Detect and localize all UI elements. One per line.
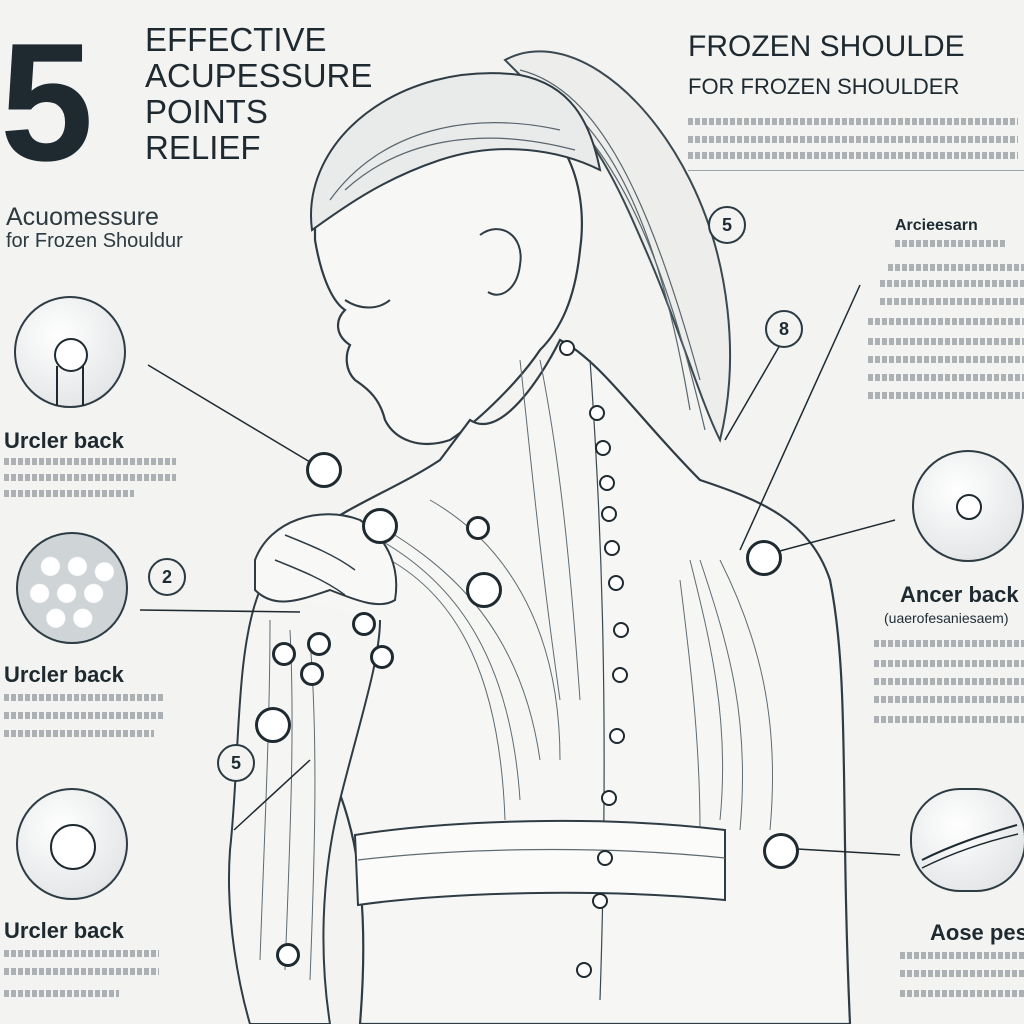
acupoint-dot[interactable] <box>746 540 782 576</box>
placeholder-text <box>688 152 1018 159</box>
placeholder-text <box>4 990 119 997</box>
spine-dot[interactable] <box>604 540 620 556</box>
placeholder-text <box>868 374 1024 381</box>
left-label: Urcler back <box>4 428 124 453</box>
placeholder-text <box>868 318 1024 325</box>
spine-dot[interactable] <box>608 575 624 591</box>
right-subtitle: FOR FROZEN SHOULDER <box>688 74 960 99</box>
divider <box>688 170 1024 171</box>
muscle-circle-icon <box>910 788 1024 892</box>
spine-dot[interactable] <box>559 340 575 356</box>
placeholder-text <box>874 678 1024 685</box>
placeholder-text <box>4 694 164 701</box>
spine-dot[interactable] <box>576 962 592 978</box>
page-title: EFFECTIVE ACUPESSURE POINTS RELIEF <box>145 21 373 166</box>
page-subtitle: Acuomessure for Frozen Shouldur <box>6 203 183 253</box>
point-circle-icon <box>912 450 1024 562</box>
step-badge: 5 <box>708 206 746 244</box>
spine-dot[interactable] <box>589 405 605 421</box>
placeholder-text <box>888 264 1024 271</box>
placeholder-text <box>868 338 1024 345</box>
placeholder-text <box>900 952 1024 959</box>
right-label-sub: (uaerofesaniesaem) <box>884 610 1009 626</box>
placeholder-text <box>880 280 1024 287</box>
acupoint-dot[interactable] <box>306 452 342 488</box>
right-small-heading: Arcieesarn <box>895 217 978 234</box>
placeholder-text <box>874 640 1024 647</box>
acupoint-dot[interactable] <box>276 943 300 967</box>
acupoint-dot[interactable] <box>272 642 296 666</box>
right-label: Aose pesh <box>930 920 1024 945</box>
spine-dot[interactable] <box>609 728 625 744</box>
spine-dot[interactable] <box>599 475 615 491</box>
placeholder-text <box>4 950 159 957</box>
placeholder-text <box>4 730 154 737</box>
acupoint-dot[interactable] <box>466 572 502 608</box>
placeholder-text <box>874 660 1024 667</box>
tissue-circle-icon <box>16 788 128 900</box>
acupoint-dot[interactable] <box>763 833 799 869</box>
acupoint-dot[interactable] <box>466 516 490 540</box>
acupoint-dot[interactable] <box>370 645 394 669</box>
step-badge: 8 <box>765 310 803 348</box>
placeholder-text <box>874 716 1024 723</box>
spine-dot[interactable] <box>601 506 617 522</box>
spine-dot[interactable] <box>601 790 617 806</box>
placeholder-text <box>900 990 1024 997</box>
step-badge: 2 <box>148 558 186 596</box>
placeholder-text <box>4 712 164 719</box>
spine-dot[interactable] <box>595 440 611 456</box>
placeholder-text <box>900 970 1024 977</box>
step-badge: 5 <box>217 744 255 782</box>
right-title: FROZEN SHOULDE <box>688 30 965 63</box>
cluster-circle-icon <box>16 532 128 644</box>
placeholder-text <box>4 458 176 465</box>
hero-number: 5 <box>0 8 93 196</box>
acupoint-dot[interactable] <box>352 612 376 636</box>
placeholder-text <box>688 136 1018 143</box>
spine-dot[interactable] <box>597 850 613 866</box>
placeholder-text <box>895 240 1005 247</box>
placeholder-text <box>688 118 1018 125</box>
placeholder-text <box>874 696 1024 703</box>
placeholder-text <box>880 298 1024 305</box>
spine-dot[interactable] <box>612 667 628 683</box>
left-label: Urcler back <box>4 662 124 687</box>
acupoint-dot[interactable] <box>300 662 324 686</box>
placeholder-text <box>868 392 1024 399</box>
point-circle-icon <box>14 296 126 408</box>
acupoint-dot[interactable] <box>255 707 291 743</box>
placeholder-text <box>4 968 159 975</box>
right-label: Ancer back <box>900 582 1019 607</box>
left-label: Urcler back <box>4 918 124 943</box>
acupoint-dot[interactable] <box>362 508 398 544</box>
placeholder-text <box>4 474 176 481</box>
spine-dot[interactable] <box>592 893 608 909</box>
placeholder-text <box>868 356 1024 363</box>
spine-dot[interactable] <box>613 622 629 638</box>
acupoint-dot[interactable] <box>307 632 331 656</box>
placeholder-text <box>4 490 134 497</box>
